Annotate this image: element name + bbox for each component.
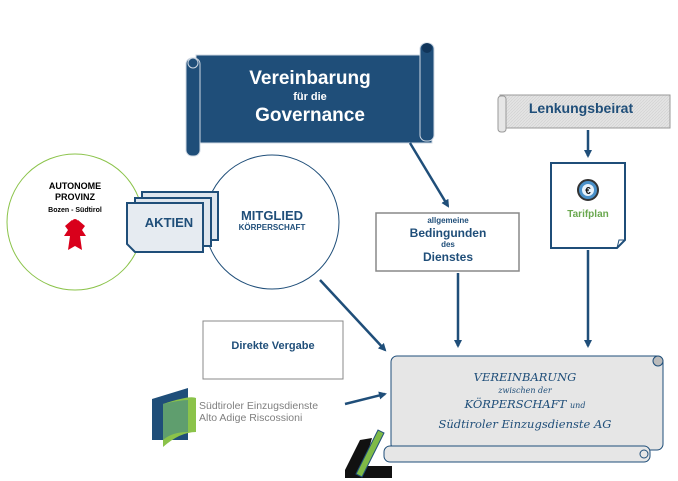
vereinbarung-scroll <box>383 355 664 463</box>
arrow-mitglied-to-vereinbarung <box>319 279 387 352</box>
direkte-vergabe-box <box>202 320 344 380</box>
connector-arrows <box>319 130 592 406</box>
vereinbarung-line4: Südtiroler Einzugsdienste AG <box>438 417 612 431</box>
signing-pen-icon <box>345 429 392 478</box>
bedingungen-line3: des <box>441 240 455 249</box>
autonome-provinz-label: AUTONOME PROVINZ Bozen - Südtirol <box>20 181 130 215</box>
bedingungen-box <box>375 212 520 272</box>
provinz-line1: AUTONOME <box>48 181 102 191</box>
mitglied-line1: MITGLIED <box>240 208 304 223</box>
direkte-vergabe-label: Direkte Vergabe <box>231 340 315 352</box>
vereinbarung-line1: VEREINBARUNG <box>473 370 577 384</box>
tyrol-eagle-icon <box>64 219 86 250</box>
logo-line2: Alto Adige Riscossioni <box>199 412 303 424</box>
governance-title: Vereinbarung für die Governance <box>200 68 420 128</box>
provinz-line3: Bozen - Südtirol <box>48 207 102 214</box>
bedingungen-line2: Bedingunden <box>409 226 487 240</box>
governance-line2: für die <box>293 91 327 103</box>
arrow-logo-to-vereinbarung <box>344 391 387 406</box>
mitglied-line2: KÖRPERSCHAFT <box>238 223 306 232</box>
vereinbarung-line3: KÖRPERSCHAFT <box>464 397 567 411</box>
bedingungen-label: allgemeine Bedingunden des Dienstes <box>377 216 519 264</box>
vereinbarung-line3-suffix: und <box>570 401 586 410</box>
euro-coin-icon: € <box>577 179 599 201</box>
lenkungsbeirat-label: Lenkungsbeirat <box>528 100 634 116</box>
suedtiroler-einzugsdienste-logo <box>152 388 196 447</box>
vereinbarung-line2: zwischen der <box>498 386 552 395</box>
vereinbarung-title: VEREINBARUNG zwischen der KÖRPERSCHAFT u… <box>395 368 655 433</box>
bedingungen-line4: Dienstes <box>422 250 474 264</box>
tarifplan-label: Tarifplan <box>567 209 609 220</box>
mitglied-label: MITGLIED KÖRPERSCHAFT <box>222 208 322 233</box>
aktien-stack <box>126 191 219 253</box>
aktien-label: AKTIEN <box>144 215 194 230</box>
governance-line1: Vereinbarung <box>249 68 371 89</box>
provinz-line2: PROVINZ <box>54 192 95 202</box>
suedtiroler-logo-text: Südtiroler Einzugsdienste Alto Adige Ris… <box>199 400 318 424</box>
arrow-governance-to-bedingungen <box>408 142 450 208</box>
logo-line1: Südtiroler Einzugsdienste <box>199 400 319 412</box>
tarifplan-document <box>550 162 626 249</box>
lenkungsbeirat-scroll <box>497 94 671 133</box>
governance-line3: Governance <box>255 105 365 126</box>
governance-scroll <box>185 42 435 157</box>
svg-text:€: € <box>585 186 591 197</box>
bedingungen-line1: allgemeine <box>427 216 469 225</box>
